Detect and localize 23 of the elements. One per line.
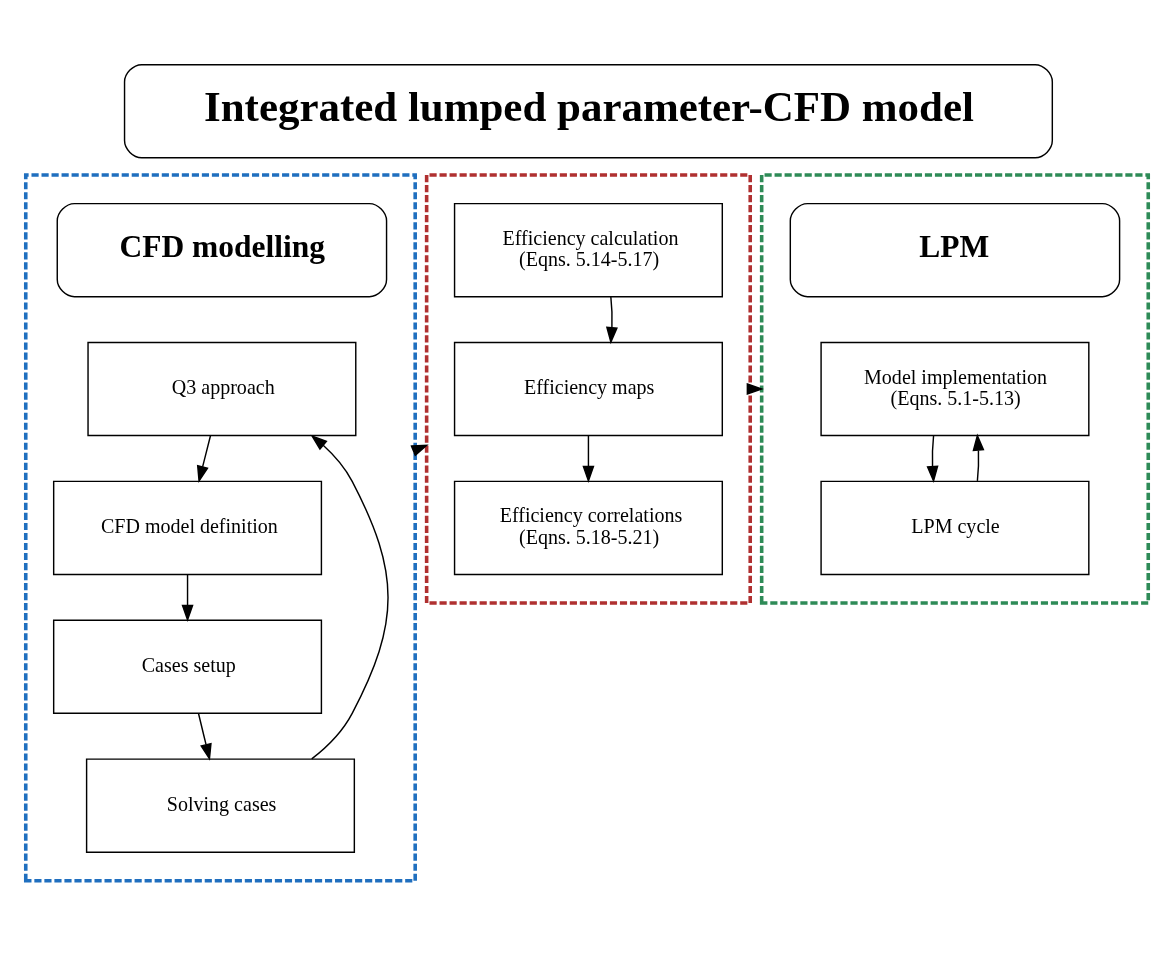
arrow [181, 573, 194, 622]
node-box: CFD modelling [56, 202, 388, 297]
cluster [424, 172, 752, 605]
node-box: LPM cycle [820, 480, 1090, 575]
node-box: Efficiency correlations (Eqns. 5.18-5.21) [453, 480, 723, 575]
node-box: Solving cases [85, 757, 356, 853]
arrow [197, 712, 212, 761]
arrow [196, 434, 212, 483]
node-box: Efficiency maps [453, 341, 723, 436]
node-box: LPM [789, 202, 1121, 297]
arrow [605, 295, 618, 344]
arrow [926, 434, 939, 483]
cluster [23, 172, 417, 883]
node-box: Model implementation (Eqns. 5.1-5.13) [820, 341, 1090, 436]
arrow [582, 434, 595, 483]
node-box: Q3 approach [87, 341, 357, 436]
cluster [759, 172, 1151, 605]
node-box: Cases setup [52, 619, 323, 714]
arrow [310, 434, 389, 760]
node-box: Integrated lumped parameter-CFD model [123, 63, 1054, 158]
node-box: CFD model definition [52, 480, 323, 575]
node-box: Efficiency calculation (Eqns. 5.14-5.17) [453, 202, 723, 297]
arrow [972, 433, 985, 482]
